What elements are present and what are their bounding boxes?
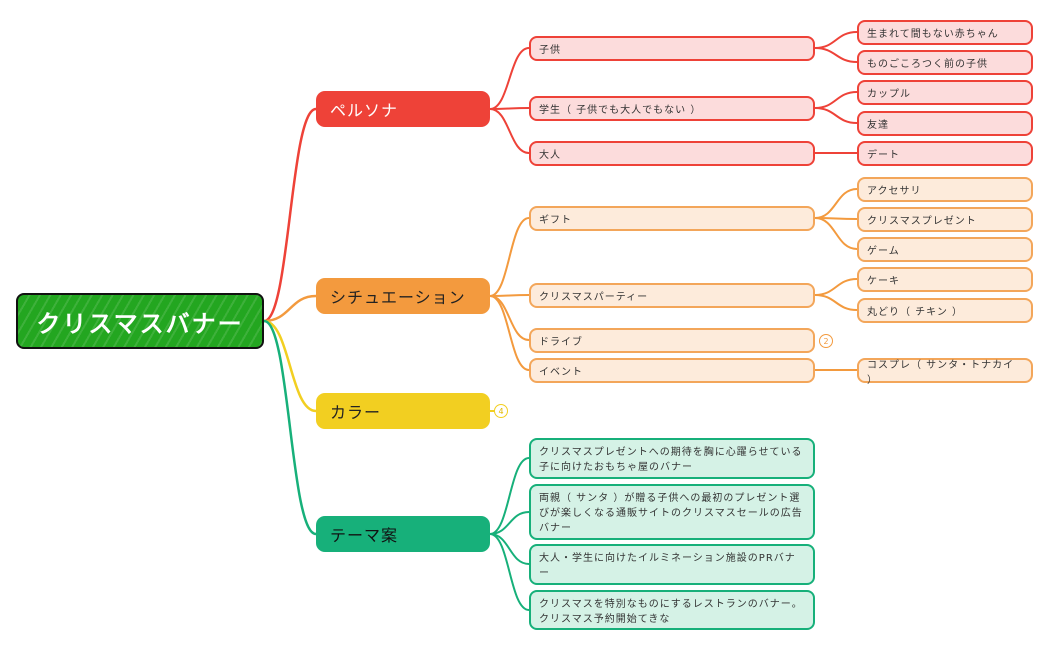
connector-line	[489, 533, 530, 565]
connector-line	[489, 294, 530, 297]
connector-line	[489, 107, 530, 110]
topic-situation[interactable]: シチュエーション	[316, 278, 490, 314]
connector-line	[814, 217, 858, 250]
situation-event-item[interactable]: コスプレ（ サンタ・トナカイ ）	[857, 358, 1033, 386]
connector-line	[814, 107, 858, 124]
connector-line	[814, 47, 858, 63]
situation-gift-item[interactable]: クリスマスプレゼント	[857, 207, 1033, 232]
connector-line	[489, 457, 530, 535]
topic-color[interactable]: カラー	[316, 393, 490, 429]
situation-drive[interactable]: ドライブ	[529, 328, 815, 353]
situation-gift[interactable]: ギフト	[529, 206, 815, 231]
collapsed-count-badge[interactable]: 4	[494, 404, 508, 418]
connector-line	[262, 319, 318, 413]
situation-party-item[interactable]: ケーキ	[857, 267, 1033, 292]
persona-adult-item[interactable]: デート	[857, 141, 1033, 166]
persona-adult[interactable]: 大人	[529, 141, 815, 166]
connector-line	[262, 294, 318, 323]
persona-child-item[interactable]: ものごころつく前の子供	[857, 50, 1033, 75]
connector-line	[489, 295, 530, 371]
topic-persona[interactable]: ペルソナ	[316, 91, 490, 127]
persona-student-item[interactable]: 友達	[857, 111, 1033, 136]
persona-student[interactable]: 学生（ 子供でも大人でもない ）	[529, 96, 815, 121]
connector-line	[814, 294, 858, 311]
connector-line	[814, 31, 858, 49]
situation-gift-item[interactable]: アクセサリ	[857, 177, 1033, 202]
root-node[interactable]: クリスマスバナー	[16, 293, 264, 349]
connector-line	[489, 217, 530, 297]
topic-theme[interactable]: テーマ案	[316, 516, 490, 552]
situation-party[interactable]: クリスマスパーティー	[529, 283, 815, 308]
collapsed-count-badge[interactable]: 2	[819, 334, 833, 348]
theme-idea[interactable]: クリスマスプレゼントへの期待を胸に心躍らせている子に向けたおもちゃ屋のバナー	[529, 438, 815, 479]
theme-idea[interactable]: 大人・学生に向けたイルミネーション施設のPRバナー	[529, 544, 815, 585]
connector-line	[262, 319, 318, 536]
situation-gift-item[interactable]: ゲーム	[857, 237, 1033, 262]
persona-child-item[interactable]: 生まれて間もない赤ちゃん	[857, 20, 1033, 45]
connector-line	[489, 47, 530, 110]
theme-idea[interactable]: 両親（ サンタ ）が贈る子供への最初のプレゼント選びが楽しくなる通販サイトのクリ…	[529, 484, 815, 540]
persona-child[interactable]: 子供	[529, 36, 815, 61]
connector-line	[489, 108, 530, 154]
connector-line	[489, 533, 530, 611]
persona-student-item[interactable]: カップル	[857, 80, 1033, 105]
situation-event[interactable]: イベント	[529, 358, 815, 383]
theme-idea[interactable]: クリスマスを特別なものにするレストランのバナー。クリスマス予約開始てきな	[529, 590, 815, 630]
connector-line	[262, 107, 318, 323]
connector-line	[814, 91, 858, 109]
connector-line	[489, 511, 530, 535]
situation-party-item[interactable]: 丸どり（ チキン ）	[857, 298, 1033, 323]
connector-line	[814, 188, 858, 219]
connector-line	[814, 278, 858, 296]
